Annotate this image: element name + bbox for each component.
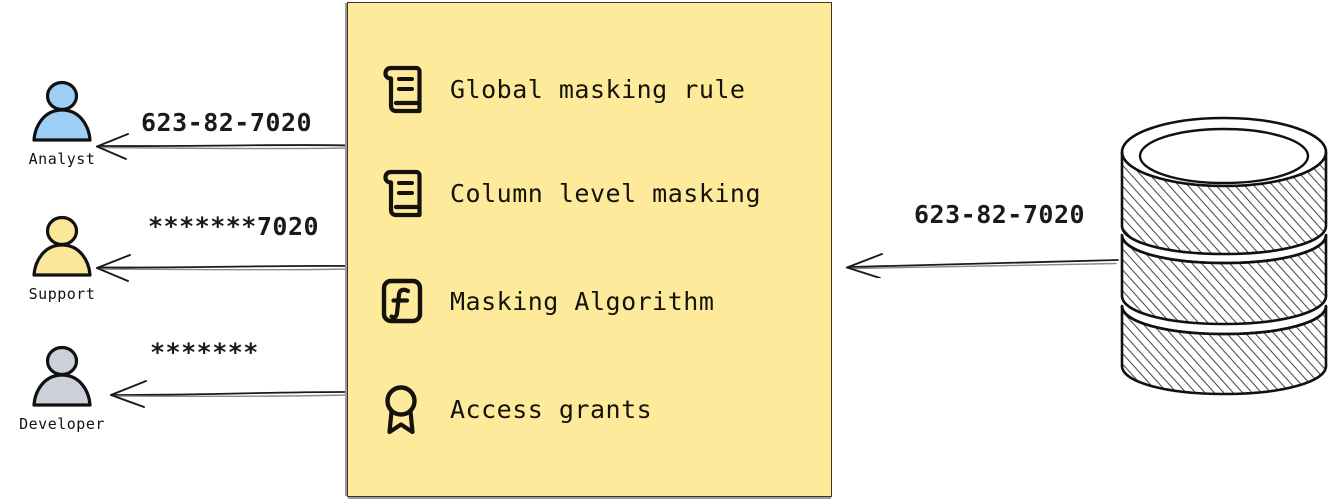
flow-arrow-analyst (96, 133, 350, 160)
award-ribbon-icon (385, 385, 417, 435)
person-icon (32, 215, 92, 277)
policy-item-access-grants[interactable]: Access grants (378, 383, 652, 435)
policy-item-label: Access grants (450, 394, 653, 424)
database-cylinder-icon (1120, 116, 1328, 396)
flow-label-developer: ******* (150, 338, 259, 367)
policy-item-label: Column level masking (450, 178, 762, 208)
person-icon (32, 345, 92, 407)
function-icon (381, 278, 423, 324)
policy-item-label: Masking Algorithm (450, 286, 715, 316)
flow-arrow-developer (110, 380, 350, 408)
flow-label-support: *******7020 (148, 212, 320, 241)
actor-support: Support (2, 213, 122, 303)
person-icon (32, 80, 92, 142)
flow-arrow-source (846, 253, 1119, 278)
policy-item-label: Global masking rule (450, 74, 746, 104)
actor-label: Developer (19, 415, 105, 433)
actor-analyst: Analyst (2, 78, 122, 168)
actor-label: Analyst (28, 150, 96, 168)
scroll-icon (383, 65, 422, 114)
flow-label-analyst: 623-82-7020 (141, 108, 313, 137)
actor-developer: Developer (2, 343, 122, 433)
policy-item-masking-algorithm[interactable]: Masking Algorithm (378, 275, 714, 327)
flow-label-source: 623-82-7020 (914, 200, 1086, 229)
masking-policy-box: Global masking rule Column level masking… (347, 2, 832, 497)
policy-item-column-level-masking[interactable]: Column level masking (378, 167, 761, 219)
actor-label: Support (28, 285, 96, 303)
flow-arrow-support (96, 254, 350, 282)
scroll-icon (383, 169, 422, 218)
policy-item-global-masking-rule[interactable]: Global masking rule (378, 63, 745, 115)
